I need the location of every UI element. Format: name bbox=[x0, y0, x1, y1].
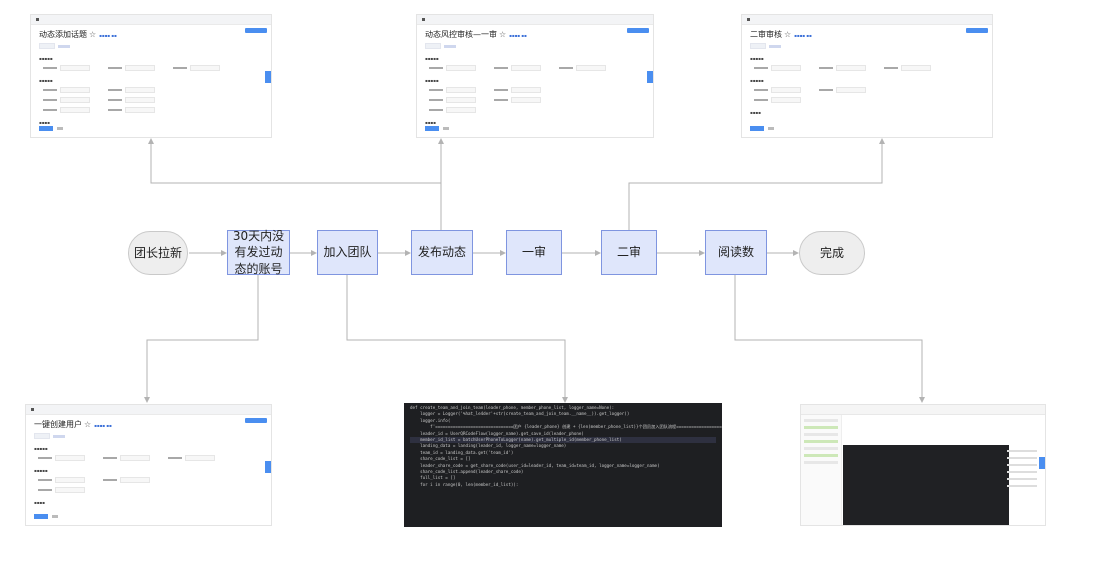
page-title: 动态风控审核—一审☆▪▪▪▪ ▪▪ bbox=[417, 25, 653, 40]
breadcrumb bbox=[742, 15, 992, 25]
node-read-count: 阅读数 bbox=[705, 230, 767, 275]
link-placeholder: ▪▪▪▪ ▪▪ bbox=[99, 33, 117, 38]
node-join-team: 加入团队 bbox=[317, 230, 378, 275]
console-output bbox=[843, 445, 1009, 525]
request-panel bbox=[843, 416, 1011, 434]
side-tab[interactable] bbox=[1039, 457, 1045, 469]
submit-button[interactable] bbox=[425, 126, 439, 131]
code-line: leader_id = UserQRCodeFlow(logger_name).… bbox=[410, 430, 584, 436]
node-inactive-accounts: 30天内没有发过动态的账号 bbox=[227, 229, 290, 276]
node-done: 完成 bbox=[799, 231, 865, 275]
link-n2-screen4 bbox=[144, 275, 259, 403]
page-title-text: 二审审核 bbox=[750, 30, 782, 39]
primary-button[interactable] bbox=[245, 28, 267, 33]
code-line: for i in range(0, len(member_id_list)): bbox=[410, 481, 519, 487]
screenshot-add-topic: 动态添加话题☆▪▪▪▪ ▪▪ ▪▪▪▪▪ ▪▪▪▪▪ ▪▪▪▪ bbox=[30, 14, 272, 138]
star-icon: ☆ bbox=[499, 30, 507, 39]
page-title-text: 一键创建用户 bbox=[34, 420, 82, 429]
code-line: team_id = landing_data.get('team_id') bbox=[410, 449, 514, 455]
link-placeholder: ▪▪▪▪ ▪▪ bbox=[94, 423, 112, 428]
cancel-button[interactable] bbox=[768, 127, 774, 130]
primary-button[interactable] bbox=[627, 28, 649, 33]
side-tab[interactable] bbox=[647, 71, 653, 83]
detail-panel bbox=[1007, 445, 1037, 525]
node-publish-post: 发布动态 bbox=[411, 230, 473, 275]
code-line: logger = Logger('%hat_le4der'+str(create… bbox=[410, 411, 630, 417]
submit-button[interactable] bbox=[750, 126, 764, 131]
breadcrumb bbox=[26, 405, 271, 415]
page-title: 动态添加话题☆▪▪▪▪ ▪▪ bbox=[31, 25, 271, 40]
code-editor-screenshot: def create_team_and_join_team(leader_pho… bbox=[404, 403, 722, 527]
primary-button[interactable] bbox=[245, 418, 267, 423]
cancel-button[interactable] bbox=[52, 515, 58, 518]
page-title: 一键创建用户☆▪▪▪▪ ▪▪ bbox=[26, 415, 271, 430]
toolbar bbox=[801, 405, 1045, 415]
result-screenshot bbox=[800, 404, 1046, 526]
code-line: def create_team_and_join_team(leader_pho… bbox=[410, 405, 615, 410]
screenshot-second-review: 二审审核☆▪▪▪▪ ▪▪ ▪▪▪▪▪ ▪▪▪▪▪ ▪▪▪▪ bbox=[741, 14, 993, 138]
submit-button[interactable] bbox=[39, 126, 53, 131]
screenshot-first-review: 动态风控审核—一审☆▪▪▪▪ ▪▪ ▪▪▪▪▪ ▪▪▪▪▪ ▪▪▪▪ bbox=[416, 14, 654, 138]
link-placeholder: ▪▪▪▪ ▪▪ bbox=[794, 33, 812, 38]
side-tab[interactable] bbox=[265, 461, 271, 473]
page-title-text: 动态风控审核—一审 bbox=[425, 30, 497, 39]
side-tab[interactable] bbox=[265, 71, 271, 83]
screenshot-create-user: 一键创建用户☆▪▪▪▪ ▪▪ ▪▪▪▪▪ ▪▪▪▪▪ ▪▪▪▪ bbox=[25, 404, 272, 526]
star-icon: ☆ bbox=[784, 30, 792, 39]
breadcrumb bbox=[31, 15, 271, 25]
code-line: share_code_list = [] bbox=[410, 456, 471, 462]
page-title: 二审审核☆▪▪▪▪ ▪▪ bbox=[742, 25, 992, 40]
node-second-review: 二审 bbox=[601, 230, 657, 275]
link-placeholder: ▪▪▪▪ ▪▪ bbox=[509, 33, 527, 38]
star-icon: ☆ bbox=[89, 30, 97, 39]
primary-button[interactable] bbox=[966, 28, 988, 33]
cancel-button[interactable] bbox=[443, 127, 449, 130]
link-n6-screen3 bbox=[628, 138, 885, 230]
page-title-text: 动态添加话题 bbox=[39, 30, 87, 39]
code-line: share_code_list.append(leader_share_code… bbox=[410, 469, 524, 475]
code-line: member_id_list = batchUserPhoneToLogger(… bbox=[410, 437, 716, 444]
node-team-leader-invite: 团长拉新 bbox=[128, 231, 188, 275]
cancel-button[interactable] bbox=[57, 127, 63, 130]
breadcrumb bbox=[417, 15, 653, 25]
submit-button[interactable] bbox=[34, 514, 48, 519]
node-first-review: 一审 bbox=[506, 230, 562, 275]
file-tree bbox=[801, 415, 842, 525]
link-n7-ide bbox=[734, 275, 925, 403]
code-line: f'===============================团户 {lea… bbox=[410, 424, 722, 430]
code-line: leader_share_code = get_share_code(user_… bbox=[410, 462, 660, 468]
link-n4-screen1 bbox=[148, 138, 442, 230]
code-line: landing_data = landing(leader_id, logger… bbox=[410, 443, 567, 449]
code-line: full_list = [] bbox=[410, 475, 456, 481]
code-line: logger.info( bbox=[410, 417, 451, 423]
star-icon: ☆ bbox=[84, 420, 92, 429]
link-n3-code bbox=[346, 275, 568, 403]
